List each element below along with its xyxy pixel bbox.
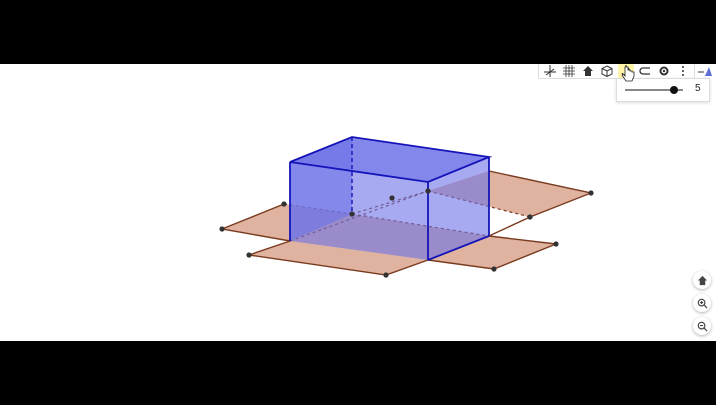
point[interactable] [349, 211, 355, 217]
more-menu-icon[interactable] [675, 64, 691, 78]
point[interactable] [389, 195, 395, 201]
prism-face-front[interactable] [290, 162, 428, 260]
view-toolbar [538, 64, 695, 79]
3d-scene[interactable] [0, 64, 716, 341]
prism-face-right[interactable] [428, 157, 489, 260]
point[interactable] [281, 201, 287, 207]
point[interactable] [219, 226, 225, 232]
home-view-icon [697, 275, 707, 285]
slider-track[interactable] [625, 89, 683, 91]
point[interactable] [527, 214, 533, 220]
net-edge-front[interactable] [248, 240, 429, 276]
net-face-right[interactable] [428, 236, 556, 269]
net-face-front[interactable] [249, 241, 428, 275]
point[interactable] [588, 190, 594, 196]
style-bar-icon[interactable] [698, 65, 712, 77]
prism-edge-bottom-right[interactable] [427, 235, 490, 261]
cube-view-icon[interactable] [599, 64, 615, 78]
axes-icon[interactable] [542, 64, 558, 78]
home-icon[interactable] [580, 64, 596, 78]
projection-icon[interactable] [637, 64, 653, 78]
grid-icon[interactable] [561, 64, 577, 78]
point[interactable] [491, 266, 497, 272]
net-edge-back[interactable] [488, 170, 594, 237]
slider-value: 5 [695, 83, 701, 94]
point[interactable] [383, 272, 389, 278]
bottom-letterbox [0, 341, 716, 405]
gear-icon[interactable] [656, 64, 672, 78]
top-letterbox [0, 0, 716, 64]
zoom-in-icon [697, 298, 708, 309]
prism-face-top[interactable] [290, 137, 489, 182]
zoom-out-icon [697, 321, 708, 332]
slider-panel: 5 [616, 78, 710, 102]
point[interactable] [425, 188, 431, 194]
hand-cursor-icon [621, 66, 635, 82]
point[interactable] [246, 252, 252, 258]
zoom-in-button[interactable] [693, 294, 711, 312]
home-view-button[interactable] [693, 271, 711, 289]
zoom-out-button[interactable] [693, 317, 711, 335]
slider-knob[interactable] [670, 86, 679, 94]
net-edge-right[interactable] [427, 235, 557, 270]
point[interactable] [553, 241, 559, 247]
graphics-3d-view[interactable]: 5 [0, 64, 716, 341]
